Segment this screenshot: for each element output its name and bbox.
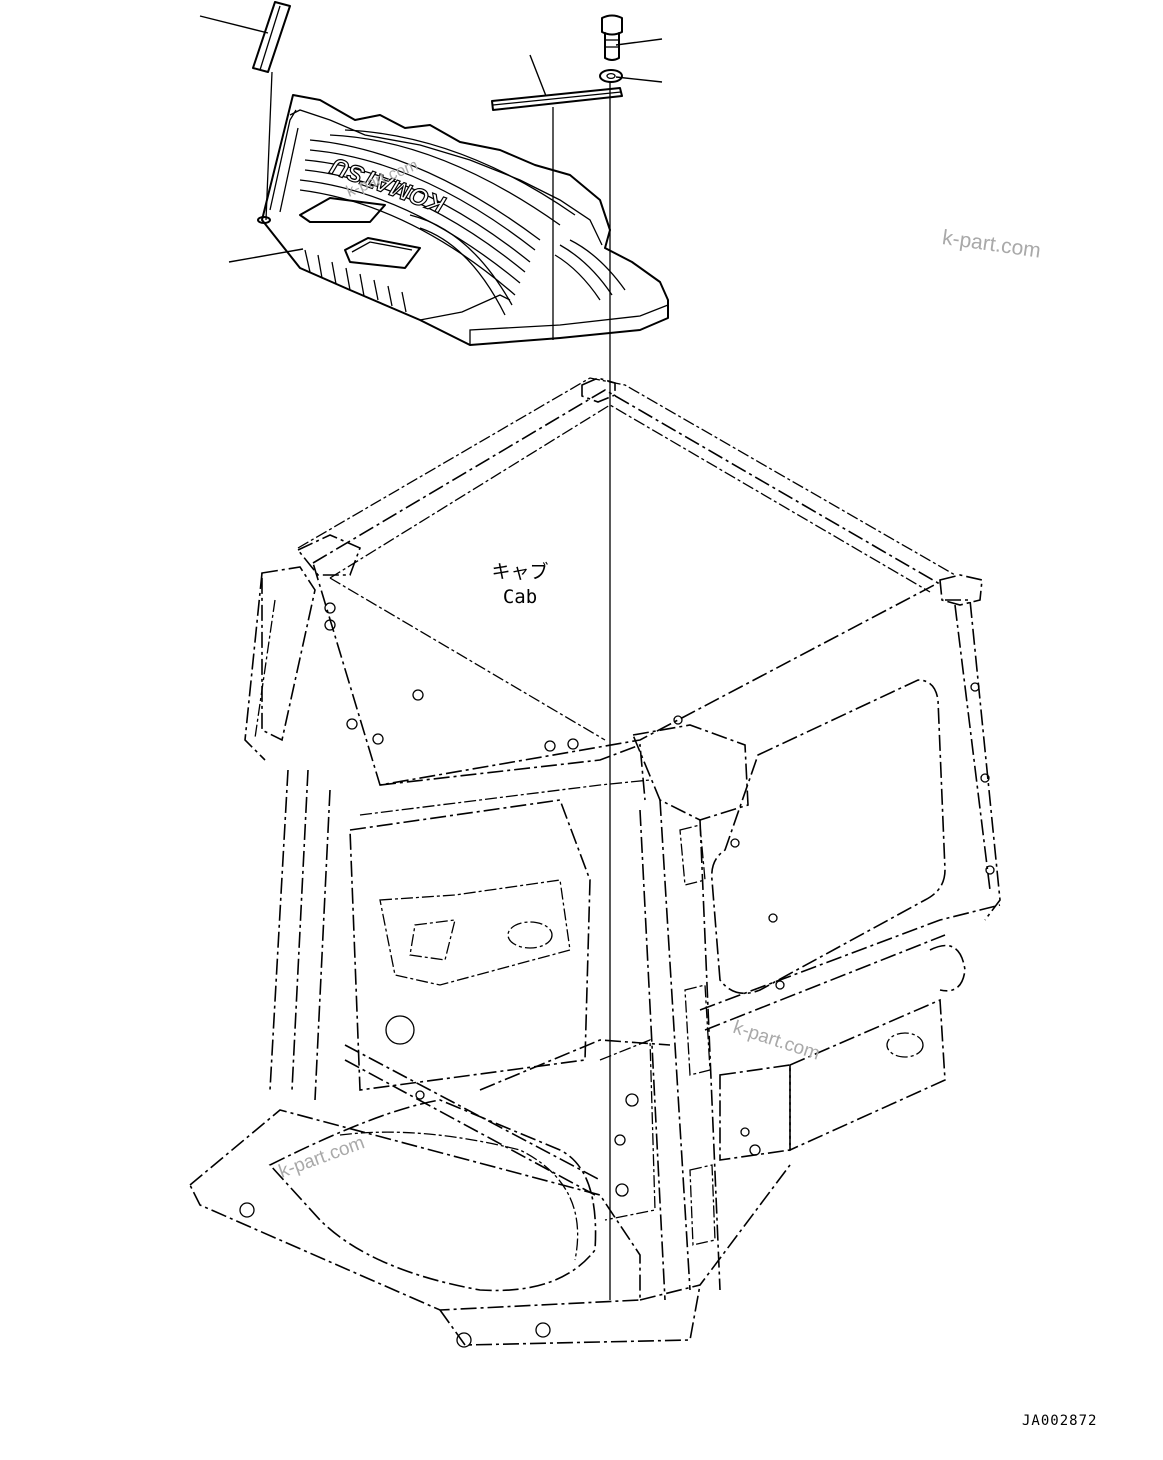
seal-strip-left [252,1,291,73]
cab-frame [189,377,1001,1348]
roof-cover [257,94,669,346]
cab-label-jp: キャブ [491,561,549,583]
leader-lines [199,15,663,263]
seal-strip-center [491,87,623,111]
assembly-lines [265,71,611,1300]
cab-label-en: Cab [502,586,538,608]
roof-ribs [299,129,626,316]
frame-holes [239,602,995,1348]
cab-label: キャブ Cab [470,560,570,610]
bolt [601,14,623,61]
reference-code: JA002872 [1022,1413,1098,1429]
washer [599,69,623,83]
